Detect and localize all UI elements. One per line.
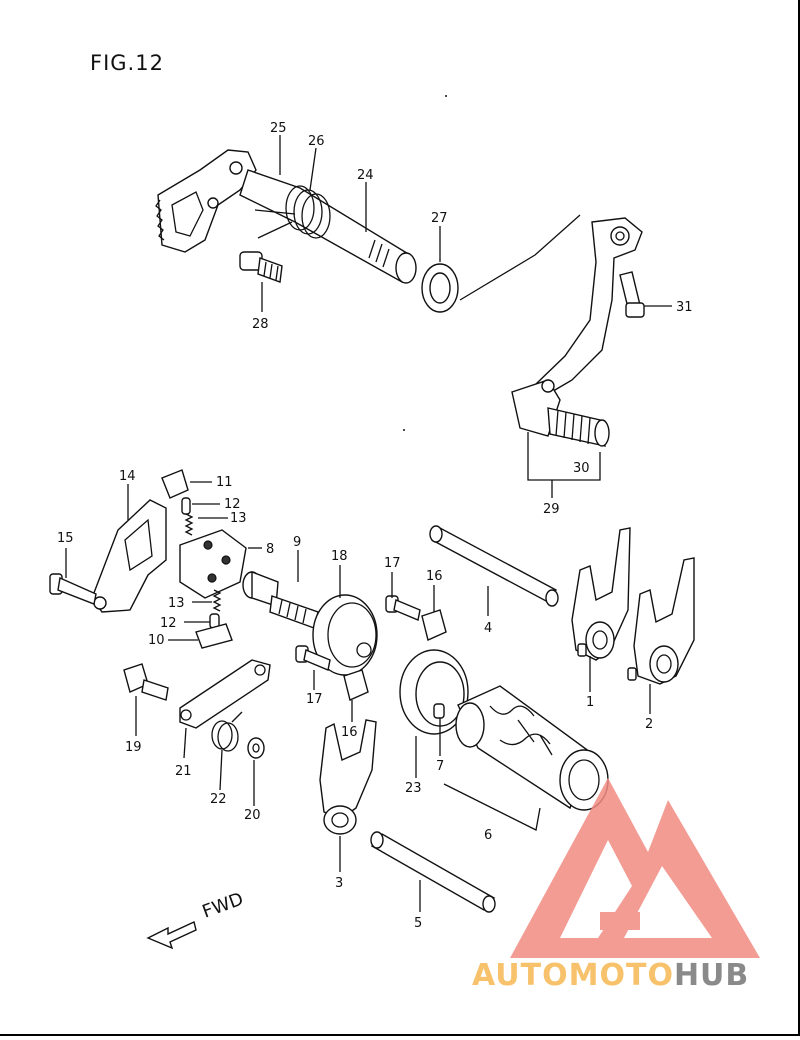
leader-shaft-to-pedal [459,214,581,301]
callout-17-upper: 17 [384,556,401,571]
callout-14: 14 [119,469,136,484]
callout-19: 19 [125,740,142,755]
shift-arm-21 [179,659,271,729]
callout-3: 3 [335,876,343,891]
callout-29: 29 [543,502,560,517]
shift-fork-3 [319,719,377,835]
callout-numbers: 25 26 24 27 28 31 30 29 14 11 12 13 8 9 … [57,121,693,931]
callout-28: 28 [252,317,269,332]
callout-17-lower: 17 [306,692,323,707]
forward-label: FWD [200,889,247,923]
screw-15 [49,573,97,605]
brand-watermark-logo [510,778,760,958]
spring-22 [211,711,243,752]
callout-8: 8 [266,542,274,557]
callout-18: 18 [331,549,348,564]
callout-30: 30 [573,461,590,476]
callout-12-upper: 12 [224,497,241,512]
callout-13-upper: 13 [230,511,247,526]
washer-20 [247,737,265,759]
shift-fork-1 [571,527,631,661]
bearing-23 [399,649,469,735]
bolt-19 [123,663,169,701]
leader-lines [65,135,672,912]
cam-guide-8 [179,529,247,599]
gearshift-shaft-24 [239,169,417,284]
callout-10: 10 [148,633,165,648]
callout-2: 2 [645,717,653,732]
screw-17-lower [295,645,331,671]
cap-11 [161,469,189,499]
callout-6: 6 [484,828,492,843]
callout-27: 27 [431,211,448,226]
oil-seal-27 [421,263,459,313]
gearshift-lever-29 [511,217,643,437]
callout-16-lower: 16 [341,725,358,740]
callout-26: 26 [308,134,325,149]
shift-drum-6 [455,685,609,811]
callout-1: 1 [586,695,594,710]
scan-dot [403,429,405,431]
callout-15: 15 [57,531,74,546]
callout-23: 23 [405,781,422,796]
callout-11: 11 [216,475,233,490]
callout-5: 5 [414,916,422,931]
frame-border-bottom [0,1034,800,1036]
watermark-brand-text: AUTOMOTOHUB [472,958,749,993]
footpeg-rubber-30 [547,407,610,447]
watermark-brand-auto-moto: AUTOMOTO [472,958,674,993]
callout-24: 24 [357,168,374,183]
return-spring-26 [254,185,331,239]
callout-16-upper: 16 [426,569,443,584]
callout-7: 7 [436,759,444,774]
pin-12-upper [181,497,191,515]
watermark-brand-hub: HUB [674,958,749,993]
spring-13-upper [184,513,194,536]
callout-20: 20 [244,808,261,823]
callout-21: 21 [175,764,192,779]
leader-29-bracket [527,432,601,481]
figure-title: FIG.12 [90,51,164,75]
scan-dot [445,95,447,97]
forward-direction-arrow [146,921,197,950]
pin-16-lower [343,669,369,701]
shift-fork-2 [627,557,695,685]
screw-17-upper [385,595,421,621]
fork-shaft-5 [370,831,496,913]
callout-9: 9 [293,535,301,550]
pin-16-upper [421,609,447,641]
bolt-31 [619,271,645,318]
bolt-28 [239,251,283,283]
callout-4: 4 [484,621,492,636]
callout-12-lower: 12 [160,616,177,631]
fork-shaft-4 [429,525,559,607]
bolt-9 [242,570,319,629]
callout-25: 25 [270,121,287,136]
gearshift-arm-25 [155,149,257,253]
callout-13-lower: 13 [168,596,185,611]
callout-31: 31 [676,300,693,315]
cam-stopper-plate-14 [91,499,167,613]
spring-13-lower [212,589,222,612]
shift-cam-18 [312,594,378,676]
pin-7 [433,703,445,719]
frame-border-right [798,0,800,1036]
cam-stopper-10 [195,623,233,649]
callout-22: 22 [210,792,227,807]
